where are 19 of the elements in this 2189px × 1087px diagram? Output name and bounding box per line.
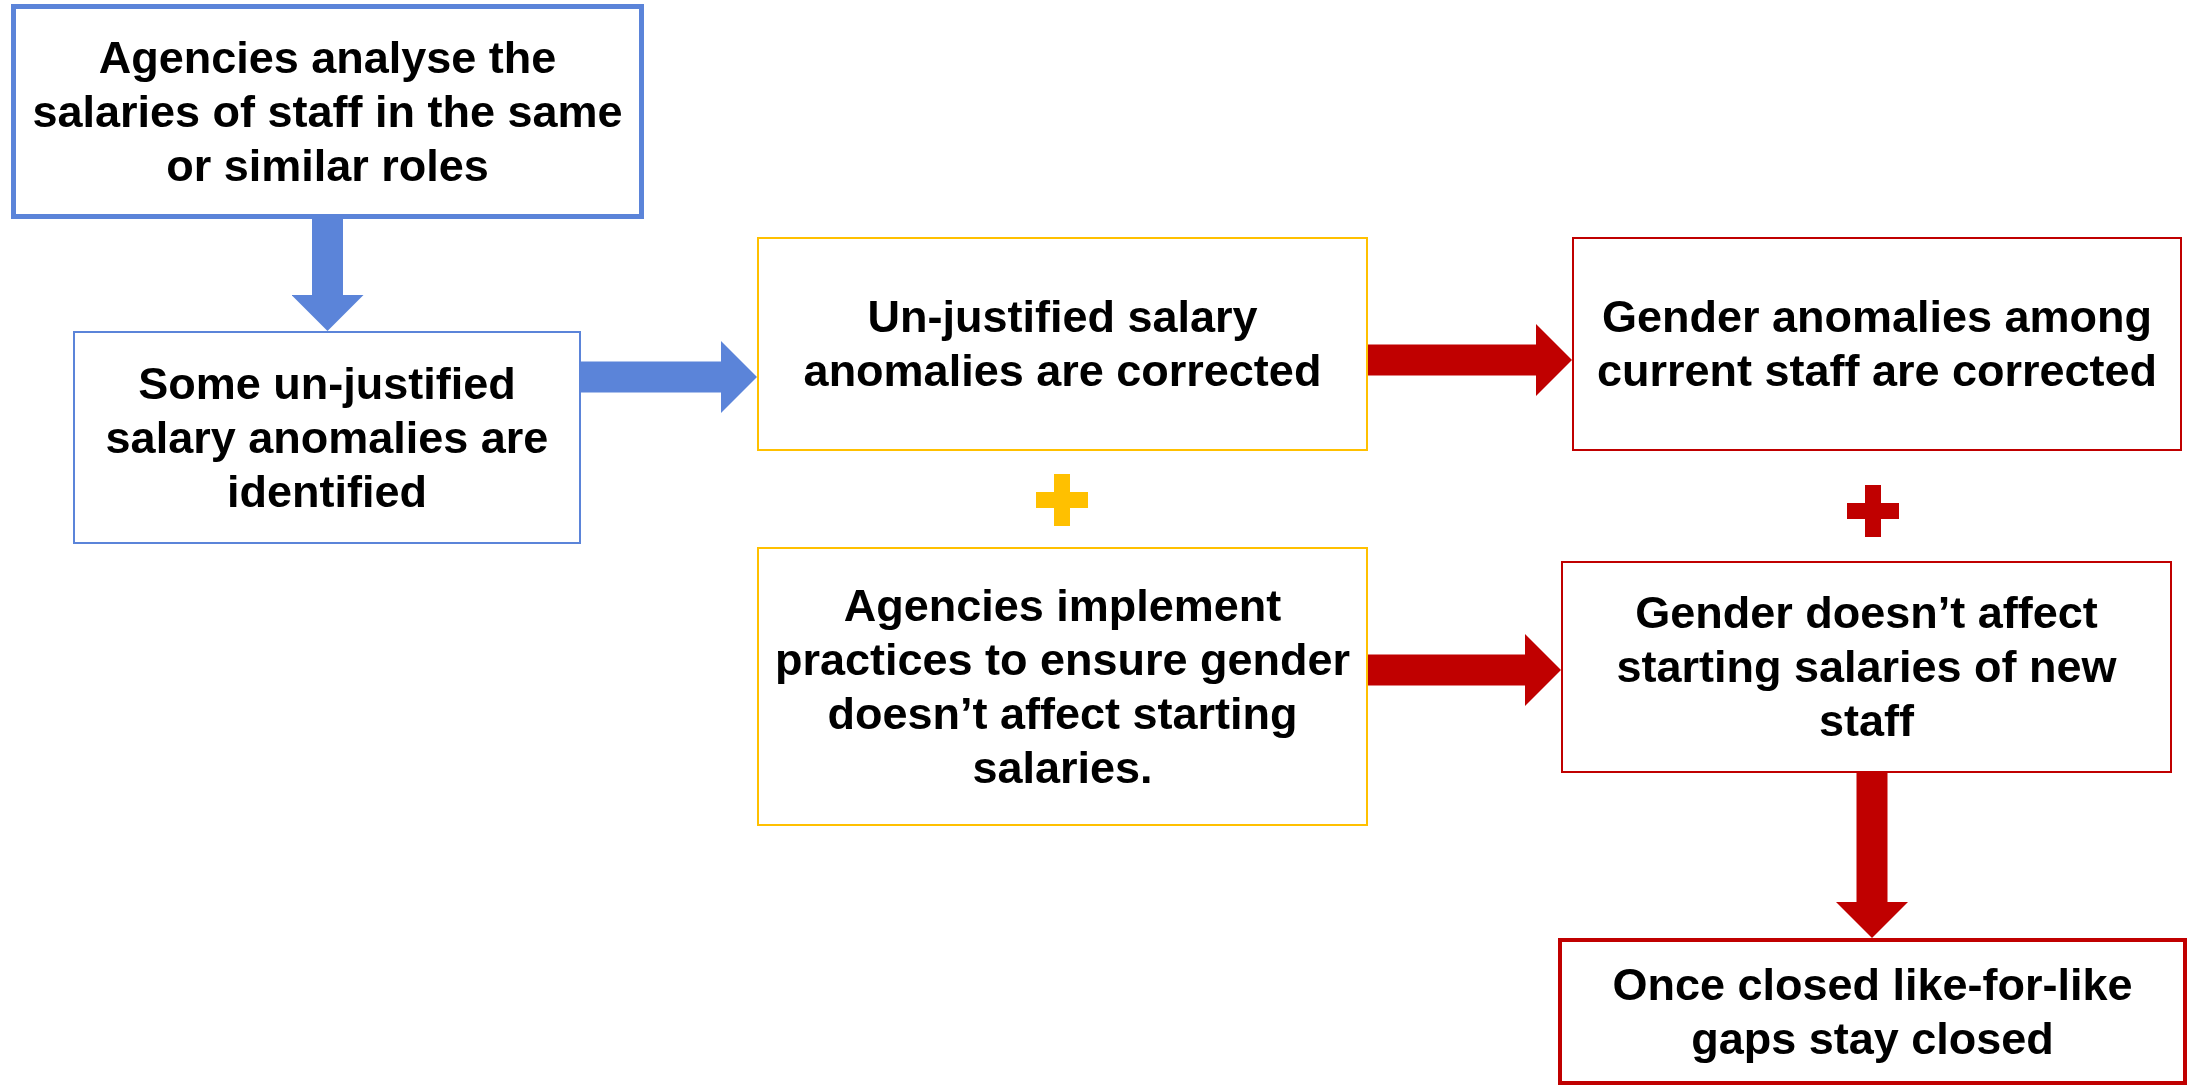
box-text: Agencies analyse the salaries of staff in the same or similar roles: [31, 30, 624, 193]
block-arrow: [1368, 324, 1572, 396]
process-box: [757, 237, 1368, 451]
box-text: Gender anomalies among current staff are corrected: [1595, 290, 2159, 398]
process-box: [1558, 938, 2187, 1085]
block-arrow: [1368, 634, 1561, 706]
process-box: [1561, 561, 2172, 773]
process-box: [11, 4, 644, 219]
box-text: Some un-justified salary anomalies are identified: [104, 356, 550, 519]
process-box: [1572, 237, 2182, 451]
process-box: [757, 547, 1368, 826]
box-text: Un-justified salary anomalies are corrected: [802, 290, 1323, 398]
block-arrow: [581, 341, 757, 413]
process-box: [73, 331, 581, 544]
box-text: Gender doesn’t affect starting salaries of new staff: [1615, 586, 2118, 748]
block-arrow: [1836, 773, 1908, 938]
block-arrow: [291, 219, 364, 331]
box-text: Agencies implement practices to ensure gender doesn’t affect starting salaries.: [773, 578, 1352, 795]
box-text: Once closed like-for-like gaps stay closed: [1611, 957, 2134, 1066]
